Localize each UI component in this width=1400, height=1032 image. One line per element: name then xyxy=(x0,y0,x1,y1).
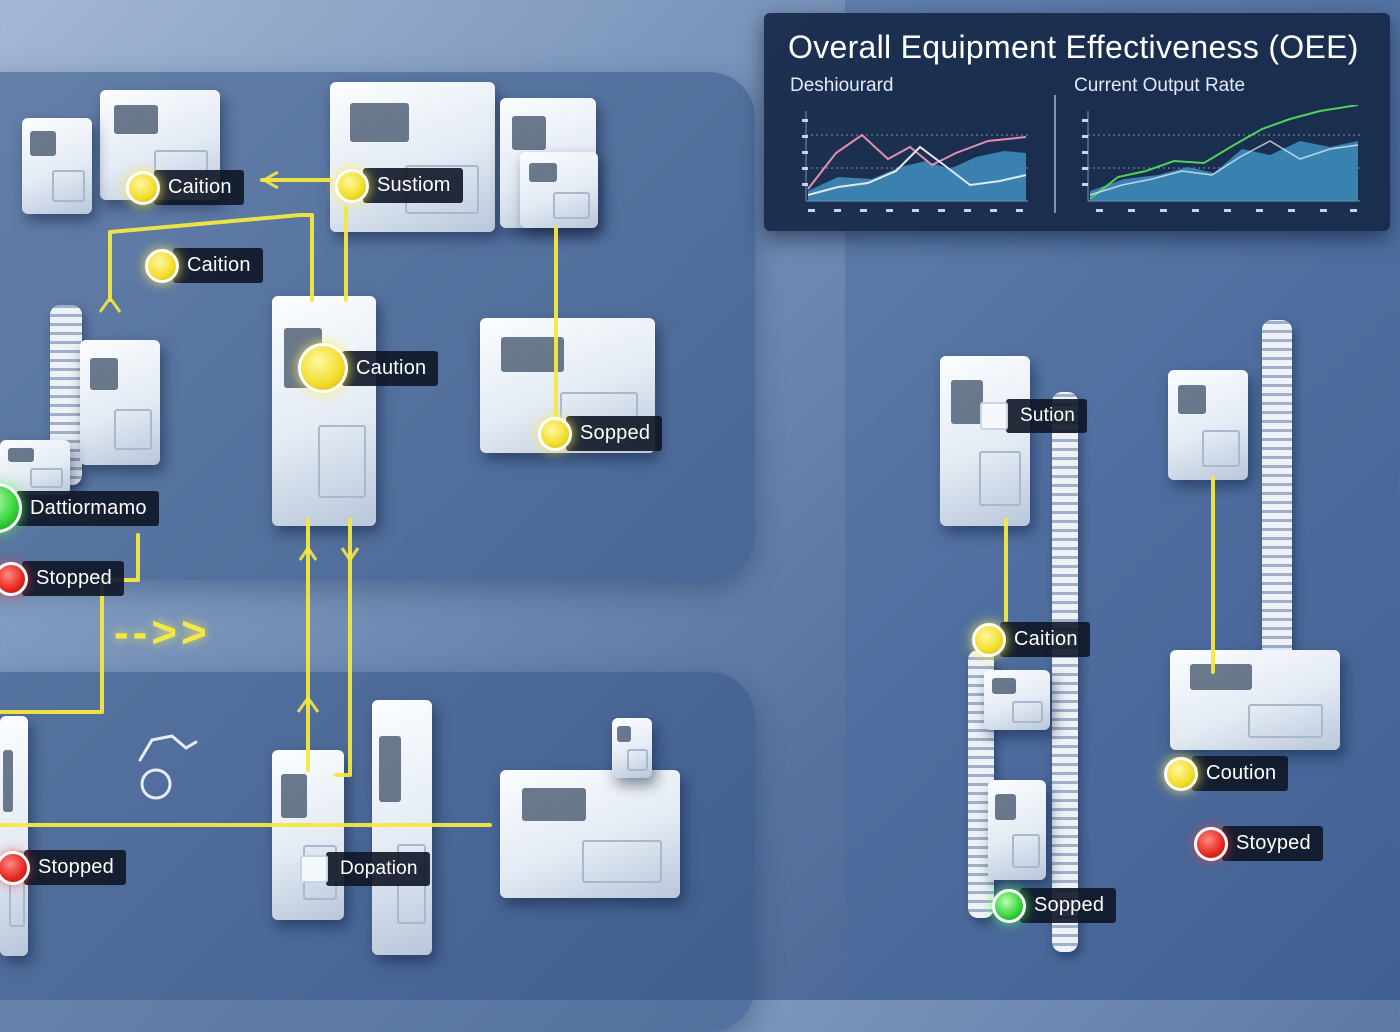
machine-filler-center[interactable] xyxy=(272,750,344,920)
machine-thumbnail-icon xyxy=(980,402,1008,430)
machine-inspection-unit[interactable] xyxy=(520,152,598,228)
station-status-right-column[interactable]: Sution xyxy=(980,399,1088,433)
status-dot-caution xyxy=(298,343,348,393)
status-dot-stopped xyxy=(0,850,30,885)
station-status-caution-tower[interactable]: Caution xyxy=(298,343,439,393)
machine-rack-center[interactable] xyxy=(372,700,432,955)
station-status-caution-robot-cell[interactable]: Sopped xyxy=(538,416,663,451)
area-series xyxy=(1090,141,1358,201)
station-status-filler[interactable]: Dopation xyxy=(300,852,430,886)
line-series-pink xyxy=(807,133,1027,190)
machine-robot-cell-a[interactable] xyxy=(22,118,92,214)
station-status-caution-press[interactable]: Sustiom xyxy=(335,168,463,203)
machine-robot-arm-lower[interactable] xyxy=(612,718,652,778)
status-label: Stopped xyxy=(24,850,126,885)
machine-press-a[interactable] xyxy=(330,82,495,232)
conveyor-right-curved[interactable] xyxy=(1262,320,1292,690)
flow-direction-arrow-icon: -->> xyxy=(114,608,211,657)
status-label: Caition xyxy=(1000,622,1090,657)
status-dot-stopped xyxy=(1194,826,1228,861)
status-dot-caution xyxy=(145,248,179,283)
station-status-caution-right-b[interactable]: Coution xyxy=(1164,756,1289,791)
status-dot-caution xyxy=(335,168,369,203)
panel-divider xyxy=(1054,95,1056,213)
status-label: Stopped xyxy=(22,561,124,596)
station-status-caution-left[interactable]: Caition xyxy=(145,248,263,283)
station-status-stopped-right[interactable]: Stoyped xyxy=(1194,826,1323,861)
status-label: Coution xyxy=(1192,756,1289,791)
station-status-caution-cnc[interactable]: Caition xyxy=(126,170,244,205)
machine-oven-lower[interactable] xyxy=(500,770,680,898)
status-label: Caution xyxy=(342,350,439,386)
status-label: Sustiom xyxy=(363,168,463,203)
status-label: Sopped xyxy=(566,416,663,451)
station-status-running-assembly[interactable]: Dattiormamo xyxy=(0,483,159,533)
status-label: Dopation xyxy=(326,852,430,886)
status-label: Caition xyxy=(154,170,244,205)
tick-marks xyxy=(802,119,1023,212)
right-chart-label: Current Output Rate xyxy=(1074,75,1246,96)
dashboard-title: Overall Equipment Effectiveness (OEE) xyxy=(788,29,1359,65)
status-label: Sopped xyxy=(1020,888,1117,923)
robot-arm-icon xyxy=(138,734,198,800)
area-series xyxy=(808,151,1026,201)
status-dot-caution xyxy=(538,416,572,451)
status-label: Dattiormamo xyxy=(16,490,159,526)
machine-packing-a[interactable] xyxy=(0,440,70,495)
machine-right-base-b[interactable] xyxy=(1170,650,1340,750)
status-dot-stopped xyxy=(0,561,28,596)
oee-trend-chart[interactable] xyxy=(792,105,1032,217)
status-dot-caution xyxy=(126,170,160,205)
status-label: Stoyped xyxy=(1222,826,1323,861)
status-label: Caition xyxy=(173,248,263,283)
status-dot-caution xyxy=(1164,756,1198,791)
output-rate-chart[interactable] xyxy=(1074,105,1364,217)
oee-dashboard-panel[interactable]: Overall Equipment Effectiveness (OEE) De… xyxy=(764,13,1390,231)
station-status-stopped-feeder[interactable]: Stopped xyxy=(0,850,126,885)
machine-thumbnail-icon xyxy=(300,855,328,883)
machine-feeder-lower[interactable] xyxy=(0,716,28,956)
tick-marks xyxy=(1082,119,1357,212)
left-chart-label: Deshiourard xyxy=(790,75,894,96)
status-dot-running xyxy=(992,888,1026,923)
line-series-green xyxy=(1089,105,1359,200)
machine-right-upper-b[interactable] xyxy=(1168,370,1248,480)
status-dot-caution xyxy=(972,622,1006,657)
conveyor-right-a[interactable] xyxy=(1052,392,1078,952)
line-series-white xyxy=(1089,140,1359,196)
machine-right-column-c[interactable] xyxy=(988,780,1046,880)
machine-right-column-a[interactable] xyxy=(940,356,1030,526)
station-status-running-right[interactable]: Sopped xyxy=(992,888,1117,923)
machine-tower-center[interactable] xyxy=(272,296,376,526)
status-label: Sution xyxy=(1006,399,1088,433)
station-status-stopped-packing[interactable]: Stopped xyxy=(0,561,124,596)
station-status-caution-right-a[interactable]: Caition xyxy=(972,622,1090,657)
machine-right-column-b[interactable] xyxy=(984,670,1050,730)
line-series-white xyxy=(807,145,1027,196)
machine-assembly-a[interactable] xyxy=(80,340,160,465)
